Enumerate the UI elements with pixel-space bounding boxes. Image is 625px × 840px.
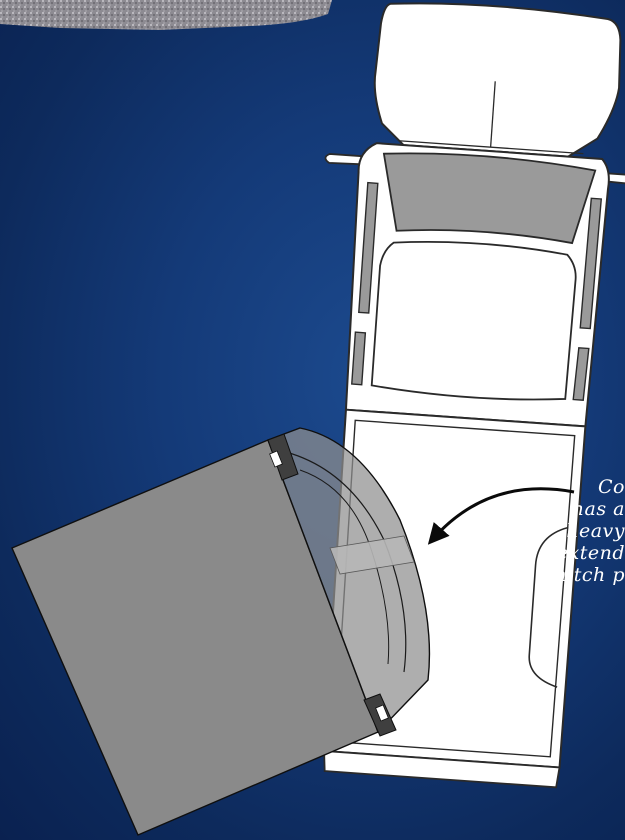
gravel-texture: [0, 0, 332, 30]
annotation-line-2: has a: [536, 498, 625, 520]
cab-roof: [371, 237, 577, 404]
annotation-line-5: hitch p: [536, 564, 625, 586]
annotation-line-1: Co: [536, 476, 625, 498]
truck-hood: [370, 0, 624, 160]
annotation-text: Co has a heavy extend hitch p: [536, 476, 625, 586]
annotation-line-3: heavy: [536, 520, 625, 542]
annotation-line-4: extend: [536, 542, 625, 564]
